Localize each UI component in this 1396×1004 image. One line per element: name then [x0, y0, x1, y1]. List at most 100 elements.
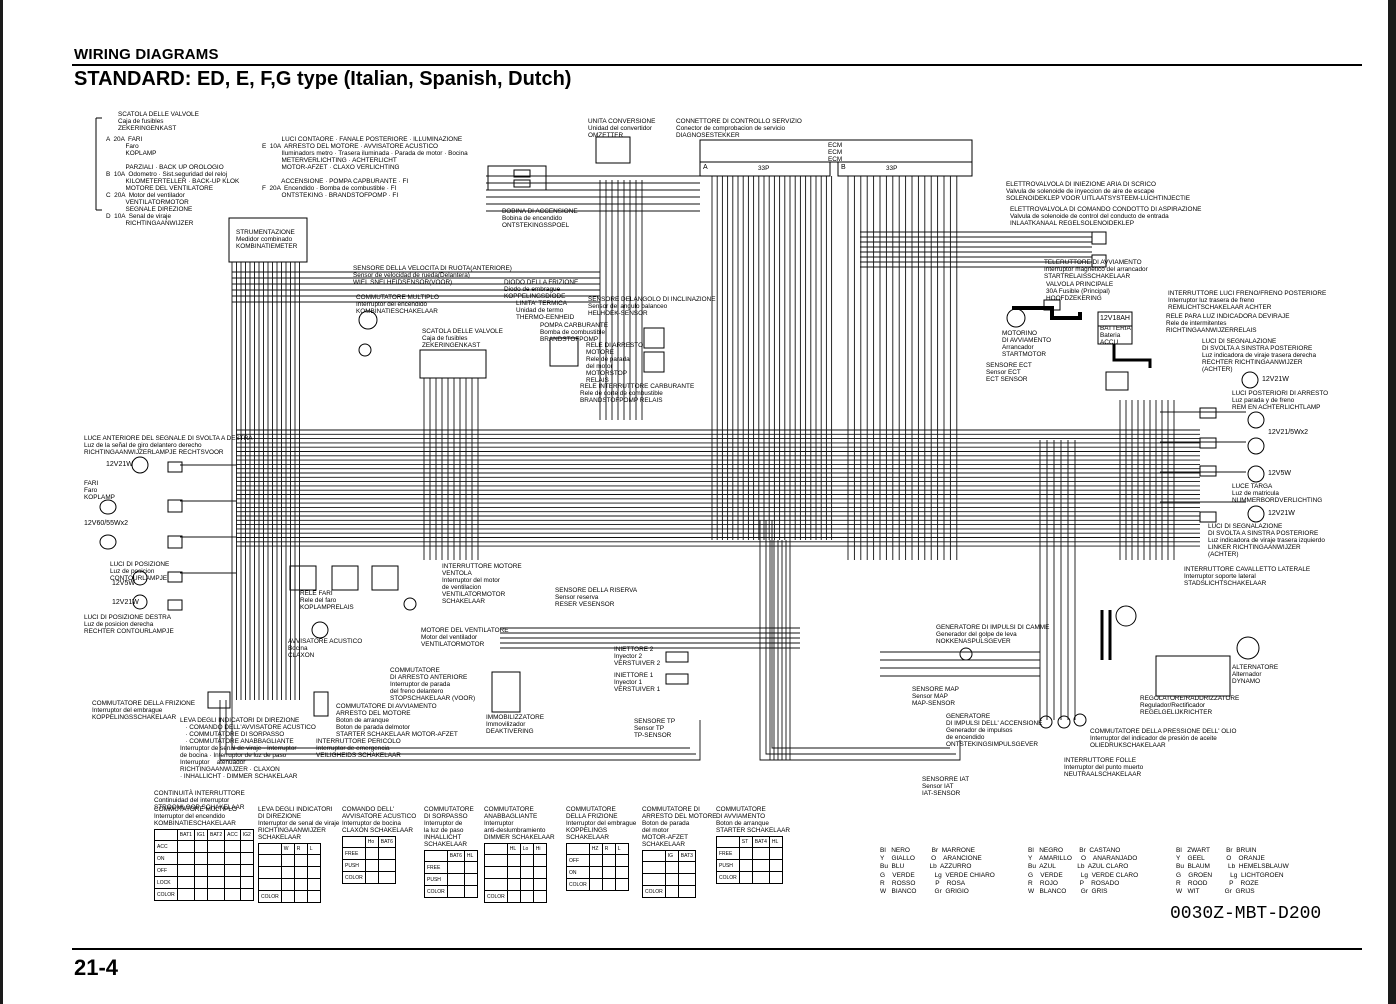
continuity-cell — [280, 878, 295, 891]
continuity-cell — [519, 878, 534, 891]
continuity-table: COMMUTATORE DELLA FRIZIONE Interruptor d… — [566, 806, 636, 891]
continuity-row-label: FREE — [424, 861, 448, 874]
continuity-cell — [519, 890, 534, 903]
map-sensor-label: SENSORE MAP Sensor MAP MAP-SENSOR — [912, 686, 959, 707]
injector-2-label: INIETTORE 2 Inyector 2 VERSTUIVER 2 — [614, 646, 661, 667]
header-rule — [72, 64, 1362, 66]
continuity-heading: CONTINUITÀ INTERRUTTORE Continuidad del … — [154, 790, 245, 811]
continuity-cell — [176, 876, 195, 889]
continuity-col-header: IG2 — [239, 829, 254, 841]
continuity-cell — [768, 847, 783, 860]
continuity-cell — [224, 864, 241, 877]
turn-switch-left-label: LEVA DEGLI INDICATORI DI DIREZIONE · COM… — [180, 717, 316, 780]
headlight-relay-label: RELE FARI Rele del faro KOPLAMPRELAIS — [300, 590, 354, 611]
starter-motor-label: MOTORINO DI AVVIAMENTO Arrancador STARTM… — [1002, 330, 1052, 358]
continuity-col-header: HL — [463, 850, 478, 862]
continuity-table-title: COMMUTATORE ANABBAGLIANTE Interruptor an… — [484, 806, 555, 841]
oil-pressure-label: COMMUTATORE DELLA PRESSIONE DELL' OLIO I… — [1090, 728, 1237, 749]
clutch-diode-label: DIODO DELLA FRIZIONE Diodo de embrague K… — [504, 279, 579, 300]
continuity-cell — [738, 871, 753, 884]
continuity-row-label — [258, 878, 282, 891]
start-switch-label: COMMUTATORE DI AVVIAMENTO ARRESTO DEL MO… — [336, 703, 458, 738]
continuity-row-label: COLOR — [642, 885, 666, 898]
headlight-label: FARI Faro KOPLAMP — [84, 480, 115, 501]
continuity-col-header: Hi — [532, 843, 547, 855]
immobilizer-label: IMMOBILIZZATORE Immovilizador DEAKTIVERI… — [486, 714, 544, 735]
continuity-table-title: COMANDO DELL' AVVISATORE ACUSTICO Interr… — [342, 806, 417, 834]
ecm-pins-b: 33P — [886, 165, 898, 172]
continuity-cell — [239, 888, 254, 901]
front-turn-rating: 12V21W — [106, 461, 133, 468]
continuity-cell — [588, 866, 603, 879]
section-header: WIRING DIAGRAMS — [74, 46, 219, 63]
continuity-cell — [306, 890, 321, 903]
headlight-rating: 12V60/55Wx2 — [84, 520, 128, 527]
continuity-cell — [506, 890, 521, 903]
continuity-cell — [306, 878, 321, 891]
thermo-unit-label: LINITA' TERMICA Unidad de termo THERMO-E… — [516, 300, 575, 321]
fuel-pump-label: POMPA CARBURANTE Bomba de combustible BR… — [540, 322, 609, 343]
position-light-label: LUCI DI POSIZIONE Luz de posicion CONTOU… — [110, 561, 170, 582]
continuity-cell — [446, 861, 465, 874]
continuity-cell — [677, 861, 696, 874]
continuity-row-label: PUSH — [424, 873, 448, 886]
ecm-label: ECM ECM ECM — [828, 142, 843, 163]
battery-label: BATTERIA Bateria ACCU — [1100, 325, 1131, 346]
fuse-rows-left: A 20A FARI Faro KOPLAMP PARZIALI · BACK … — [106, 136, 240, 227]
continuity-cell — [377, 871, 396, 884]
continuity-cell — [664, 873, 679, 886]
continuity-cell — [738, 859, 753, 872]
brake-rating: 12V21/5Wx2 — [1268, 429, 1309, 436]
continuity-cell — [614, 866, 629, 879]
ect-sensor-label: SENSORE ECT Sensor ECT ECT SENSOR — [986, 362, 1032, 383]
page-title: STANDARD: ED, E, F,G type (Italian, Span… — [74, 68, 572, 90]
continuity-table-title: COMMUTATORE DI SORPASSO Interruptor de l… — [424, 806, 474, 848]
reserve-sensor-label: SENSORE DELLA RISERVA Sensor reserva RES… — [555, 587, 638, 608]
continuity-cell — [206, 864, 226, 877]
continuity-cell — [506, 866, 521, 879]
continuity-cell — [193, 852, 208, 865]
continuity-cell — [751, 871, 770, 884]
continuity-cell — [664, 861, 679, 874]
continuity-cell — [364, 871, 379, 884]
clutch-switch-label: COMMUTATORE DELLA FRIZIONE Interruptor d… — [92, 700, 195, 721]
turn-relay-label: RELE PARA LUZ INDICADORA DEVIRAJE Rele d… — [1166, 313, 1290, 334]
continuity-row-label: ACC — [154, 840, 178, 853]
continuity-cell — [224, 852, 241, 865]
continuity-cell — [751, 847, 770, 860]
right-position-label: LUCI DI POSIZIONE DESTRA Luz de posicion… — [84, 614, 174, 635]
continuity-cell — [463, 873, 478, 886]
battery-rating: 12V18AH — [1100, 315, 1130, 322]
continuity-cell — [280, 854, 295, 867]
continuity-cell — [206, 876, 226, 889]
continuity-col-header: ST — [738, 836, 753, 848]
continuity-cell — [751, 859, 770, 872]
continuity-cell — [293, 866, 308, 879]
continuity-col-header: BAT3 — [677, 850, 696, 862]
continuity-cell — [280, 890, 295, 903]
continuity-cell — [293, 854, 308, 867]
continuity-row-label: FREE — [342, 847, 366, 860]
continuity-row-label: COLOR — [484, 890, 508, 903]
footer-rule — [72, 948, 1362, 950]
continuity-cell — [532, 866, 547, 879]
brake-light-label: LUCI POSTERIORI DI ARRESTO Luz parada y … — [1232, 390, 1329, 411]
continuity-row-label: COLOR — [258, 890, 282, 903]
continuity-cell — [601, 878, 616, 891]
license-light-label: LUCE TARGA Luz de matricula NUMMERBORDVE… — [1232, 483, 1323, 504]
continuity-cell — [519, 854, 534, 867]
regulator-label: REGOLATORE/RADDRIZZATORE Regulador/Recti… — [1140, 695, 1240, 716]
continuity-col-header: BAT4 — [751, 836, 770, 848]
continuity-row-label: COLOR — [424, 885, 448, 898]
continuity-col-header: BAT6 — [446, 850, 465, 862]
page-edge-left — [0, 0, 3, 1004]
continuity-col-header: Lo — [519, 843, 534, 855]
continuity-cell — [677, 873, 696, 886]
page-number: 21-4 — [74, 955, 119, 980]
continuity-row-label: COLOR — [154, 888, 178, 901]
